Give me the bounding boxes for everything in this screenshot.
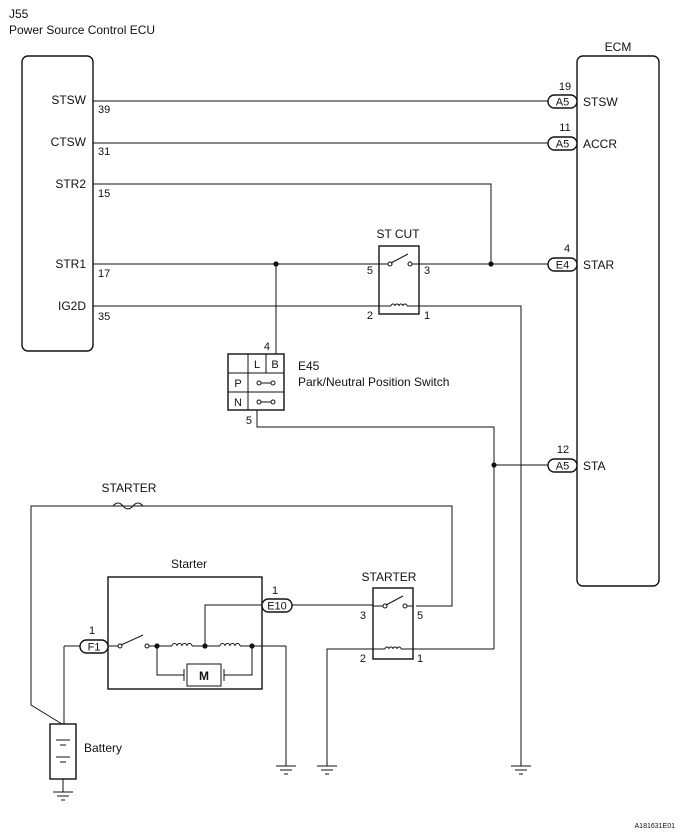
ecm-title: ECM <box>605 40 632 54</box>
starter-relay-pin-5: 5 <box>417 610 423 622</box>
ecm-connector-a5-stsw <box>547 94 578 109</box>
wire-relay-ground <box>326 648 373 766</box>
ecu-code: J55 <box>9 7 29 21</box>
ecu-pin-num-35: 35 <box>98 311 110 323</box>
ecm-connector-label: A5 <box>556 139 569 151</box>
junction-star <box>488 261 494 267</box>
pnp-pin-5: 5 <box>246 415 252 427</box>
starter-relay-switch <box>373 595 413 609</box>
ecm-connector-label: A5 <box>556 97 569 109</box>
ecm-box <box>576 55 660 587</box>
ecm-connector-label: E4 <box>556 260 569 272</box>
pnp-row-p: P <box>234 378 241 390</box>
starter-internal-circuit <box>108 604 286 676</box>
ecu-pin-name-str1: STR1 <box>55 257 86 271</box>
ecm-pin-name-accr: ACCR <box>583 137 617 151</box>
pnp-switch-grid <box>227 353 285 411</box>
ecm-connector-e4-star <box>547 257 578 272</box>
st-cut-title: ST CUT <box>376 227 420 241</box>
motor-icon: M <box>183 663 225 687</box>
st-cut-pin-5: 5 <box>367 265 373 277</box>
pnp-col-l: L <box>254 359 260 371</box>
ecu-pin-name-ctsw: CTSW <box>51 135 87 149</box>
st-cut-coil-icon <box>379 303 419 307</box>
pnp-code: E45 <box>298 359 320 373</box>
ecu-pin-num-31: 31 <box>98 146 110 158</box>
ecm-connector-a5-accr <box>547 136 578 151</box>
wire-pnp-to-relay <box>256 410 495 649</box>
starter-relay-pin-3: 3 <box>360 610 366 622</box>
ecm-pin-name-sta: STA <box>583 459 605 473</box>
battery-icon <box>56 739 70 792</box>
starter-f1-label: F1 <box>88 642 101 654</box>
wire-fuse-to-relay <box>143 505 453 607</box>
st-cut-pin-1: 1 <box>424 310 430 322</box>
starter-title: Starter <box>171 557 207 571</box>
starter-box <box>107 576 263 690</box>
ecm-pin-num-11: 11 <box>559 122 570 134</box>
fuse-icon <box>112 502 144 510</box>
st-cut-pin-3: 3 <box>424 265 430 277</box>
ecu-pin-name-str2: STR2 <box>55 177 86 191</box>
starter-e10-pin: 1 <box>272 585 278 597</box>
pnp-pin-4: 4 <box>264 341 270 353</box>
battery-box <box>49 723 77 780</box>
wire-st-cut-ground <box>418 305 522 766</box>
ground-icon-relay <box>317 765 337 775</box>
ecu-pin-num-15: 15 <box>98 188 110 200</box>
ecm-pin-num-12: 12 <box>557 444 569 456</box>
ecu-pin-name-ig2d: IG2D <box>58 299 86 313</box>
figure-code: A181631E01 <box>635 823 676 830</box>
motor-label: M <box>199 669 209 683</box>
starter-relay-coil-icon <box>373 646 413 650</box>
ecu-pin-num-17: 17 <box>98 268 110 280</box>
starter-relay-pin-1: 1 <box>417 653 423 665</box>
ecu-title: Power Source Control ECU <box>9 23 155 37</box>
pnp-col-b: B <box>271 359 278 371</box>
st-cut-switch <box>379 253 419 267</box>
ecu-pin-num-39: 39 <box>98 104 110 116</box>
battery-label: Battery <box>84 741 122 755</box>
ground-icon-starter <box>276 765 296 775</box>
ecm-connector-label: A5 <box>556 461 569 473</box>
ecm-pin-num-19: 19 <box>559 81 571 93</box>
wire-str2 <box>93 183 492 264</box>
starter-relay-pin-2: 2 <box>360 653 366 665</box>
wire-battery-to-fuse <box>30 505 113 725</box>
starter-relay-title: STARTER <box>362 570 417 584</box>
st-cut-pin-2: 2 <box>367 310 373 322</box>
starter-f1-pin: 1 <box>89 625 95 637</box>
st-cut-relay-box <box>378 245 420 315</box>
starter-relay-box <box>372 587 414 660</box>
ecm-pin-name-star: STAR <box>583 258 614 272</box>
ecu-pin-name-stsw: STSW <box>51 93 86 107</box>
ecm-pin-num-4: 4 <box>564 243 570 255</box>
power-source-ecu-box <box>21 55 94 352</box>
fuse-label: STARTER <box>102 481 157 495</box>
pnp-row-n: N <box>234 397 242 409</box>
junction-sta <box>491 462 497 468</box>
pnp-title: Park/Neutral Position Switch <box>298 375 449 389</box>
starter-e10-label: E10 <box>267 601 287 613</box>
ground-icon-st-cut <box>511 765 531 775</box>
ground-icon-battery <box>53 791 73 801</box>
ecm-pin-name-stsw: STSW <box>583 95 618 109</box>
